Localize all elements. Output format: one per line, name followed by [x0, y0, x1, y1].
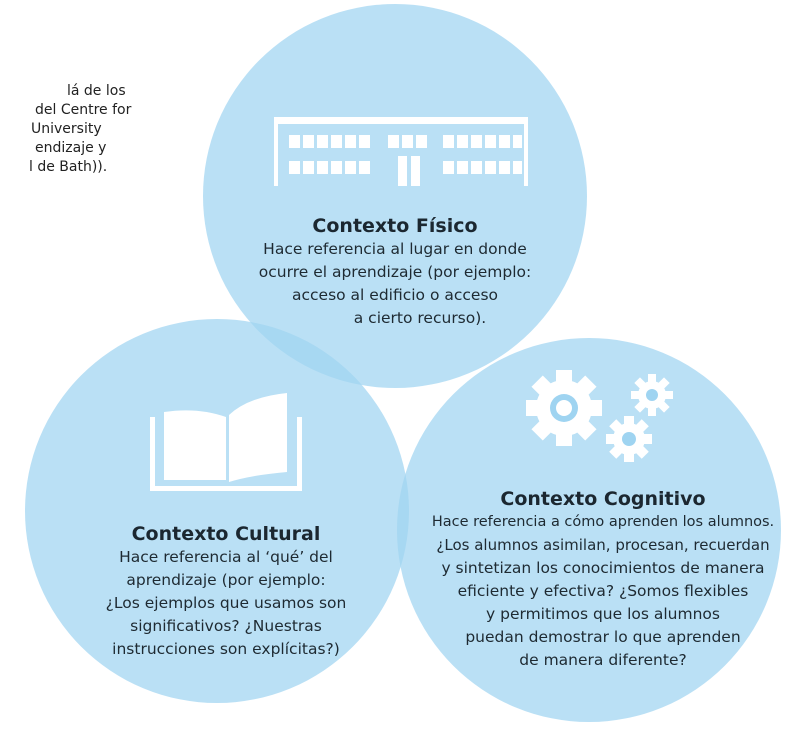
fisico-line: Hace referencia al lugar en donde	[263, 240, 527, 258]
cultural-line: significativos? ¿Nuestras	[130, 617, 322, 635]
circle-cognitivo	[397, 338, 781, 722]
venn-circles	[25, 4, 781, 722]
cultural-line: ¿Los ejemplos que usamos son	[105, 594, 347, 612]
intro-line: del Centre for	[35, 102, 132, 118]
cognitivo-title: Contexto Cognitivo	[500, 488, 706, 510]
intro-line: l de Bath)).	[29, 159, 108, 175]
cognitivo-block: Contexto Cognitivo Hace referencia a cóm…	[406, 487, 800, 672]
cognitivo-line: y permitimos que los alumnos	[486, 605, 720, 623]
fisico-line: acceso al edificio o acceso	[291, 286, 499, 304]
cognitivo-line: y sintetizan los conocimientos de manera	[441, 559, 765, 577]
cultural-line: instrucciones son explícitas?)	[112, 640, 340, 658]
cognitivo-line: Hace referencia a cómo aprenden los alum…	[431, 514, 775, 530]
fisico-line: a cierto recurso).	[353, 309, 487, 327]
fisico-line: ocurre el aprendizaje (por ejemplo:	[258, 263, 532, 281]
intro-line: lá de los	[67, 83, 126, 99]
cultural-title: Contexto Cultural	[131, 523, 321, 545]
intro-line: endizaje y	[35, 140, 107, 156]
open-book-icon	[150, 393, 302, 491]
fisico-block: Contexto Físico Hace referencia al lugar…	[240, 214, 550, 330]
cultural-line: Hace referencia al ‘qué’ del	[119, 548, 333, 566]
cognitivo-line: puedan demostrar lo que aprenden	[465, 628, 741, 646]
building-icon	[274, 117, 528, 186]
fisico-title: Contexto Físico	[312, 215, 478, 237]
intro-line: University	[31, 121, 102, 137]
circle-cultural	[25, 319, 409, 703]
gears-icon	[526, 370, 673, 462]
cultural-line: aprendizaje (por ejemplo:	[126, 571, 326, 589]
cognitivo-line: eficiente y efectiva? ¿Somos flexibles	[457, 582, 749, 600]
cognitivo-line: de manera diferente?	[519, 651, 687, 669]
circle-fisico	[203, 4, 587, 388]
cultural-block: Contexto Cultural Hace referencia al ‘qu…	[78, 522, 374, 661]
cognitivo-line: ¿Los alumnos asimilan, procesan, recuerd…	[436, 536, 770, 554]
